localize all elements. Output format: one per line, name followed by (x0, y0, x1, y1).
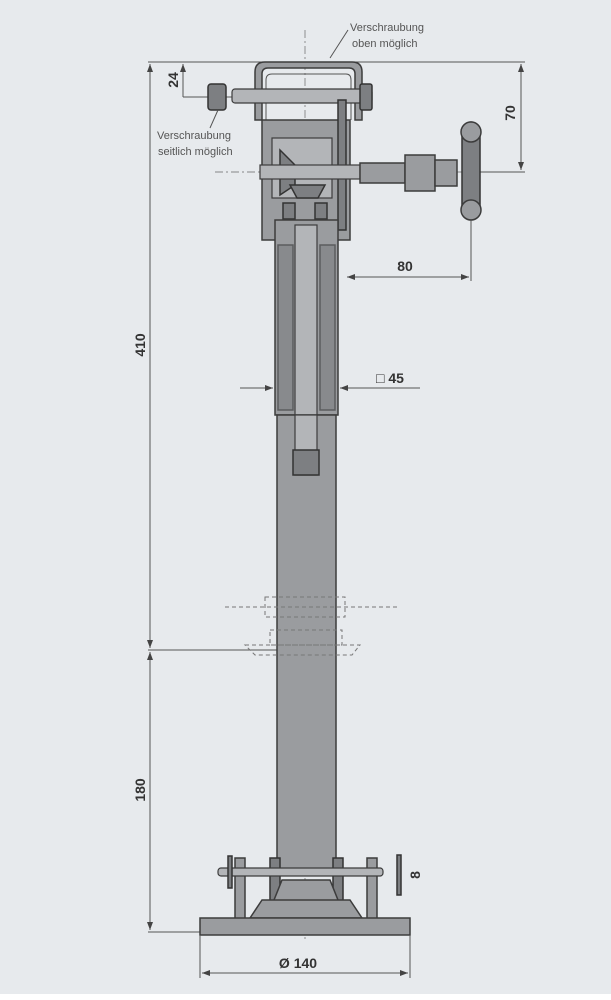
annotation-top: Verschraubung oben möglich (329, 22, 424, 59)
dim-8: 8 (407, 871, 423, 879)
crank-handle (259, 121, 482, 221)
dim-410: 410 (132, 333, 148, 357)
dim-180: 180 (132, 778, 148, 802)
alternate-position-outline (225, 596, 400, 656)
annotation-side-line1: Verschraubung (157, 130, 231, 142)
annotation-side: Verschraubung seitlich möglich (157, 109, 233, 158)
annotation-side-line2: seitlich möglich (158, 146, 233, 158)
dim-140: Ø 140 (279, 955, 317, 971)
dim-80: 80 (397, 258, 413, 274)
dim-45-group: □ 45 (240, 370, 420, 391)
foot-assembly: 8 (199, 854, 423, 936)
top-bracket (207, 61, 373, 121)
bottom-strip (0, 994, 611, 1000)
dim-24: 24 (165, 72, 181, 88)
dim-80-group: 80 (347, 220, 472, 281)
annotation-top-line1: Verschraubung (350, 22, 424, 34)
dim-45: □ 45 (376, 370, 404, 386)
dim-70-group: 70 (480, 64, 525, 173)
dim-24-group: 24 (165, 64, 240, 98)
dim-70: 70 (502, 105, 518, 121)
side-nut (207, 83, 227, 111)
dim-140-group: Ø 140 (199, 935, 411, 978)
inner-tube (276, 414, 337, 871)
outer-tube (274, 219, 339, 416)
annotation-top-line2: oben möglich (352, 38, 417, 50)
pin-icon (396, 854, 402, 896)
